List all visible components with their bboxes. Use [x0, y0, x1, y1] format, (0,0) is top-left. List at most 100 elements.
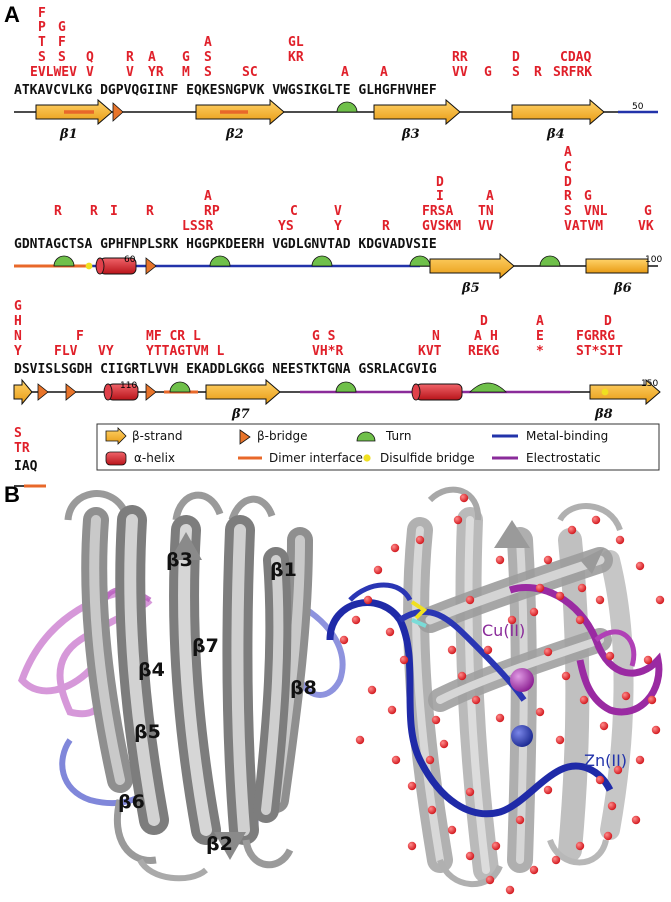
svg-text:LSSR: LSSR: [182, 219, 213, 234]
svg-text:R: R: [90, 204, 98, 219]
svg-text:SRFRK: SRFRK: [553, 65, 592, 80]
legend-turn: Turn: [385, 429, 411, 443]
svg-text:S: S: [14, 426, 22, 441]
zn-label: Zn(II): [584, 751, 627, 770]
row1-topology: 50 β1 β2 β3 β4: [14, 98, 658, 142]
mutation-dot: [607, 801, 617, 811]
svg-text:P: P: [38, 20, 46, 35]
svg-text:C: C: [290, 204, 298, 219]
mutation-dot: [575, 841, 585, 851]
svg-text:S: S: [204, 65, 212, 80]
legend-dimer: Dimer interface: [269, 451, 363, 465]
mutation-dot: [431, 715, 441, 725]
svg-text:SC: SC: [242, 65, 258, 80]
svg-text:S: S: [512, 65, 520, 80]
svg-text:H: H: [14, 314, 22, 329]
svg-text:N: N: [432, 329, 440, 344]
mutation-dot: [575, 615, 585, 625]
row4-sequence: IAQ: [14, 459, 38, 474]
mutation-dot: [529, 607, 539, 617]
mutation-dot: [505, 885, 515, 895]
svg-text:I: I: [110, 204, 118, 219]
svg-text:TR: TR: [14, 441, 30, 456]
svg-text:GVSKM: GVSKM: [422, 219, 461, 234]
legend-electrostatic: Electrostatic: [526, 451, 601, 465]
svg-text:S: S: [204, 50, 212, 65]
mutation-dot: [543, 785, 553, 795]
mutation-dot: [543, 647, 553, 657]
label-b5: β5: [134, 721, 161, 743]
mutation-dot: [567, 525, 577, 535]
svg-text:G: G: [58, 20, 66, 35]
legend-disulfide: Disulfide bridge: [380, 451, 475, 465]
mutation-dot: [551, 855, 561, 865]
mutation-dot: [507, 615, 517, 625]
mutation-dot: [535, 583, 545, 593]
svg-text:A: A: [380, 65, 388, 80]
mutation-dot: [465, 787, 475, 797]
svg-text:ST*SIT: ST*SIT: [576, 344, 623, 359]
svg-text:Q: Q: [86, 50, 94, 65]
svg-text:D: D: [512, 50, 520, 65]
row1-beta4: β4: [546, 127, 565, 142]
mutation-dot: [425, 755, 435, 765]
label-b3: β3: [166, 549, 193, 571]
mutation-dot: [339, 635, 349, 645]
row3-beta7: β7: [231, 407, 250, 422]
mutation-dots: [339, 493, 665, 895]
mutation-dot: [465, 595, 475, 605]
row2-beta5: β5: [461, 281, 480, 296]
mutation-dot: [471, 695, 481, 705]
mutation-dot: [635, 755, 645, 765]
svg-text:*: *: [536, 344, 544, 359]
mutation-dot: [355, 735, 365, 745]
svg-text:F: F: [58, 35, 66, 50]
mutation-dot: [495, 555, 505, 565]
mutation-dot: [561, 671, 571, 681]
mutation-dot: [635, 561, 645, 571]
row1-beta3: β3: [401, 127, 420, 142]
row3-topology: 110 150 β7 β8: [13, 378, 661, 422]
mutation-dot: [483, 645, 493, 655]
mutation-dot: [363, 595, 373, 605]
mutation-dot: [453, 515, 463, 525]
svg-text:R: R: [54, 204, 62, 219]
svg-text:V: V: [86, 65, 94, 80]
mutation-dot: [391, 755, 401, 765]
legend-strand: β-strand: [132, 429, 182, 443]
mutation-dot: [595, 775, 605, 785]
svg-text:D: D: [604, 314, 612, 329]
svg-text:KVT: KVT: [418, 344, 442, 359]
svg-text:A: A: [536, 314, 544, 329]
row1-sequence: ATKAVCVLKG DGPVQGIINF EQKESNGPVK VWGSIKG…: [14, 83, 437, 98]
mutation-dot: [621, 691, 631, 701]
mutation-dot: [529, 865, 539, 875]
mutation-dot: [613, 765, 623, 775]
legend-helix: α-helix: [134, 451, 175, 465]
svg-text:A: A: [148, 50, 156, 65]
svg-text:R: R: [534, 65, 542, 80]
mutation-dot: [457, 671, 467, 681]
svg-text:R: R: [146, 204, 154, 219]
svg-text:A: A: [341, 65, 349, 80]
mutation-dot: [465, 851, 475, 861]
row3-beta8: β8: [594, 407, 613, 422]
svg-text:GL: GL: [288, 35, 304, 50]
mutation-dot: [605, 651, 615, 661]
mutation-dot: [643, 655, 653, 665]
mutation-dot: [491, 841, 501, 851]
svg-text:G: G: [182, 50, 190, 65]
svg-text:YR: YR: [148, 65, 164, 80]
svg-text:C: C: [564, 160, 572, 175]
svg-text:I: I: [436, 189, 444, 204]
row1-beta1: β1: [59, 127, 78, 142]
svg-text:S: S: [58, 50, 66, 65]
mutation-dot: [647, 695, 657, 705]
row4: S TR IAQ: [14, 426, 46, 488]
svg-text:A: A: [486, 189, 494, 204]
row2-sequence: GDNTAGCTSA GPHFNPLSRK HGGPKDEERH VGDLGNV…: [14, 237, 437, 252]
label-b8: β8: [290, 677, 317, 699]
svg-text:G: G: [14, 299, 22, 314]
mutation-dot: [459, 493, 469, 503]
